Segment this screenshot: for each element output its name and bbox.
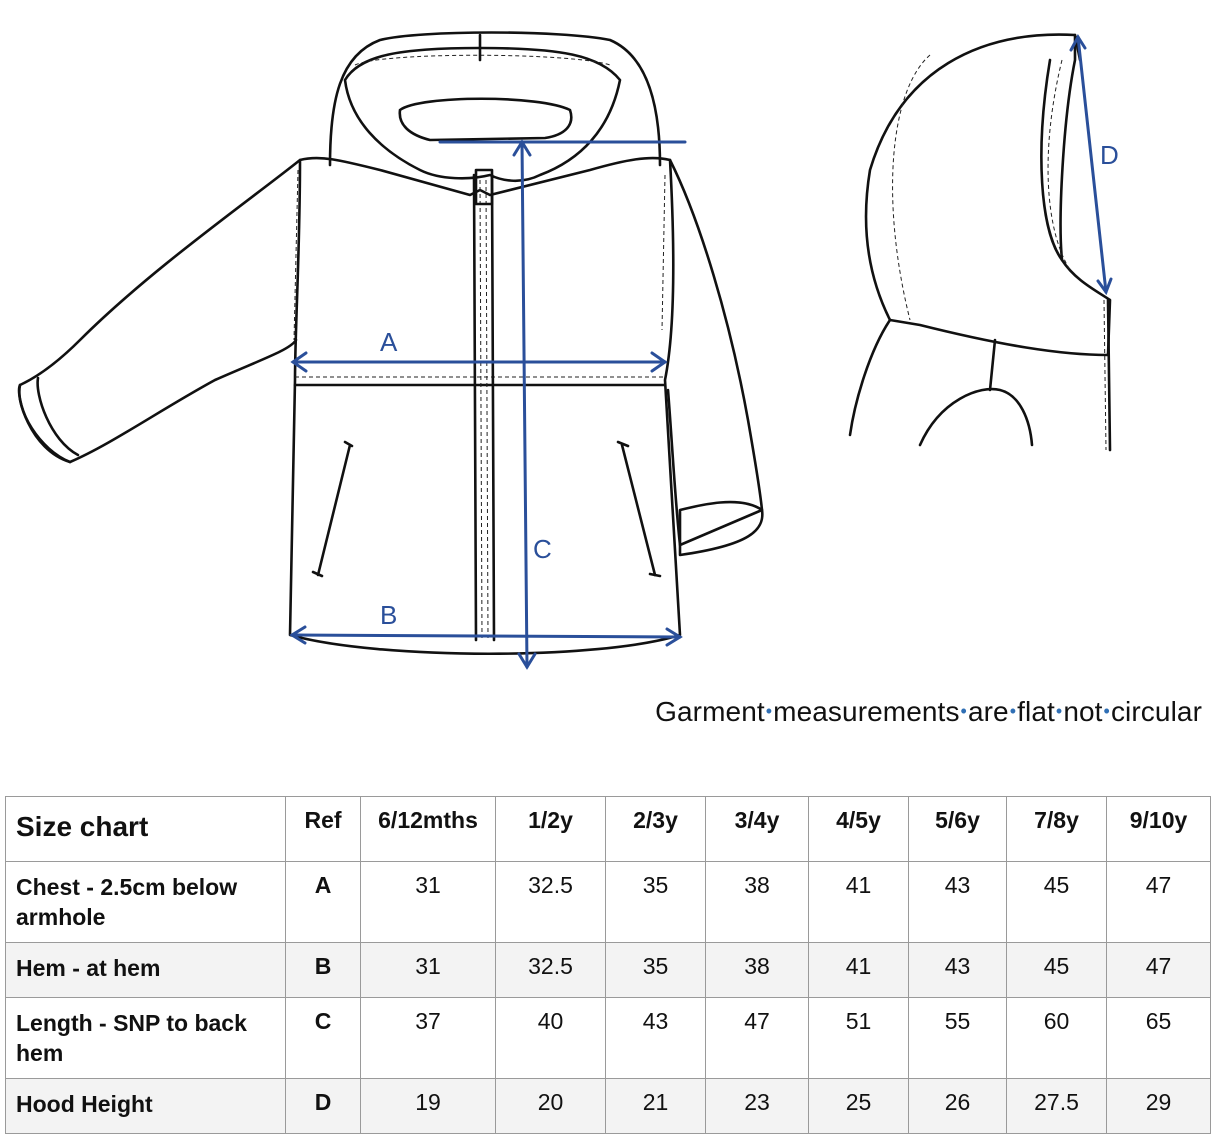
table-cell: 35 bbox=[605, 861, 706, 943]
size-header: 7/8y bbox=[1006, 796, 1107, 862]
note-word: are bbox=[967, 696, 1009, 727]
table-row: Chest - 2.5cm below armhole A 31 32.5 35… bbox=[5, 861, 1211, 943]
label-b: B bbox=[380, 600, 397, 630]
label-c: C bbox=[533, 534, 552, 564]
table-cell: 20 bbox=[495, 1078, 606, 1134]
table-cell: 55 bbox=[908, 997, 1007, 1079]
table-cell: 23 bbox=[705, 1078, 809, 1134]
size-header: 4/5y bbox=[808, 796, 909, 862]
table-cell: 41 bbox=[808, 861, 909, 943]
table-header-row: Size chart Ref 6/12mths 1/2y 2/3y 3/4y 4… bbox=[5, 796, 1211, 862]
table-title: Size chart bbox=[5, 796, 286, 862]
jacket-illustration: A B C D bbox=[17, 31, 1119, 670]
table-cell: 38 bbox=[705, 942, 809, 998]
table-cell: 60 bbox=[1006, 997, 1107, 1079]
measure-lines bbox=[289, 34, 1113, 670]
table-cell: 31 bbox=[360, 942, 496, 998]
table-cell: 31 bbox=[360, 861, 496, 943]
table-cell: 43 bbox=[605, 997, 706, 1079]
note-word: Garment bbox=[655, 696, 765, 727]
table-cell: 32.5 bbox=[495, 861, 606, 943]
size-header: 3/4y bbox=[705, 796, 809, 862]
ref-header: Ref bbox=[285, 796, 361, 862]
table-cell: 65 bbox=[1106, 997, 1211, 1079]
table-cell: 45 bbox=[1006, 861, 1107, 943]
row-ref: C bbox=[285, 997, 361, 1079]
size-header: 1/2y bbox=[495, 796, 606, 862]
table-cell: 47 bbox=[1106, 861, 1211, 943]
jacket-hood-side-drawing bbox=[848, 33, 1112, 452]
row-ref: A bbox=[285, 861, 361, 943]
size-header: 9/10y bbox=[1106, 796, 1211, 862]
row-label: Hood Height bbox=[5, 1078, 286, 1134]
row-label: Length - SNP to back hem bbox=[5, 997, 286, 1079]
table-cell: 45 bbox=[1006, 942, 1107, 998]
label-d: D bbox=[1100, 140, 1119, 170]
table-cell: 27.5 bbox=[1006, 1078, 1107, 1134]
table-cell: 35 bbox=[605, 942, 706, 998]
table-cell: 43 bbox=[908, 861, 1007, 943]
table-cell: 41 bbox=[808, 942, 909, 998]
table-cell: 32.5 bbox=[495, 942, 606, 998]
size-header: 6/12mths bbox=[360, 796, 496, 862]
table-cell: 51 bbox=[808, 997, 909, 1079]
note-word: circular bbox=[1110, 696, 1202, 727]
table-cell: 26 bbox=[908, 1078, 1007, 1134]
size-chart-table: Size chart Ref 6/12mths 1/2y 2/3y 3/4y 4… bbox=[5, 796, 1211, 1134]
jacket-front-drawing bbox=[17, 31, 764, 656]
row-label: Chest - 2.5cm below armhole bbox=[5, 861, 286, 943]
row-ref: B bbox=[285, 942, 361, 998]
note-word: not bbox=[1063, 696, 1103, 727]
size-header: 2/3y bbox=[605, 796, 706, 862]
label-a: A bbox=[380, 327, 398, 357]
table-cell: 47 bbox=[705, 997, 809, 1079]
table-row: Length - SNP to back hem C 37 40 43 47 5… bbox=[5, 997, 1211, 1079]
table-cell: 19 bbox=[360, 1078, 496, 1134]
size-header: 5/6y bbox=[908, 796, 1007, 862]
table-row: Hood Height D 19 20 21 23 25 26 27.5 29 bbox=[5, 1078, 1211, 1134]
table-cell: 47 bbox=[1106, 942, 1211, 998]
table-cell: 29 bbox=[1106, 1078, 1211, 1134]
table-cell: 21 bbox=[605, 1078, 706, 1134]
table-cell: 40 bbox=[495, 997, 606, 1079]
table-cell: 43 bbox=[908, 942, 1007, 998]
note-word: flat bbox=[1017, 696, 1055, 727]
table-cell: 37 bbox=[360, 997, 496, 1079]
measurement-note: Garment•measurements•are•flat•not•circul… bbox=[655, 696, 1202, 727]
row-label: Hem - at hem bbox=[5, 942, 286, 998]
note-word: measurements bbox=[773, 696, 960, 727]
table-cell: 38 bbox=[705, 861, 809, 943]
row-ref: D bbox=[285, 1078, 361, 1134]
table-row: Hem - at hem B 31 32.5 35 38 41 43 45 47 bbox=[5, 942, 1211, 998]
table-cell: 25 bbox=[808, 1078, 909, 1134]
